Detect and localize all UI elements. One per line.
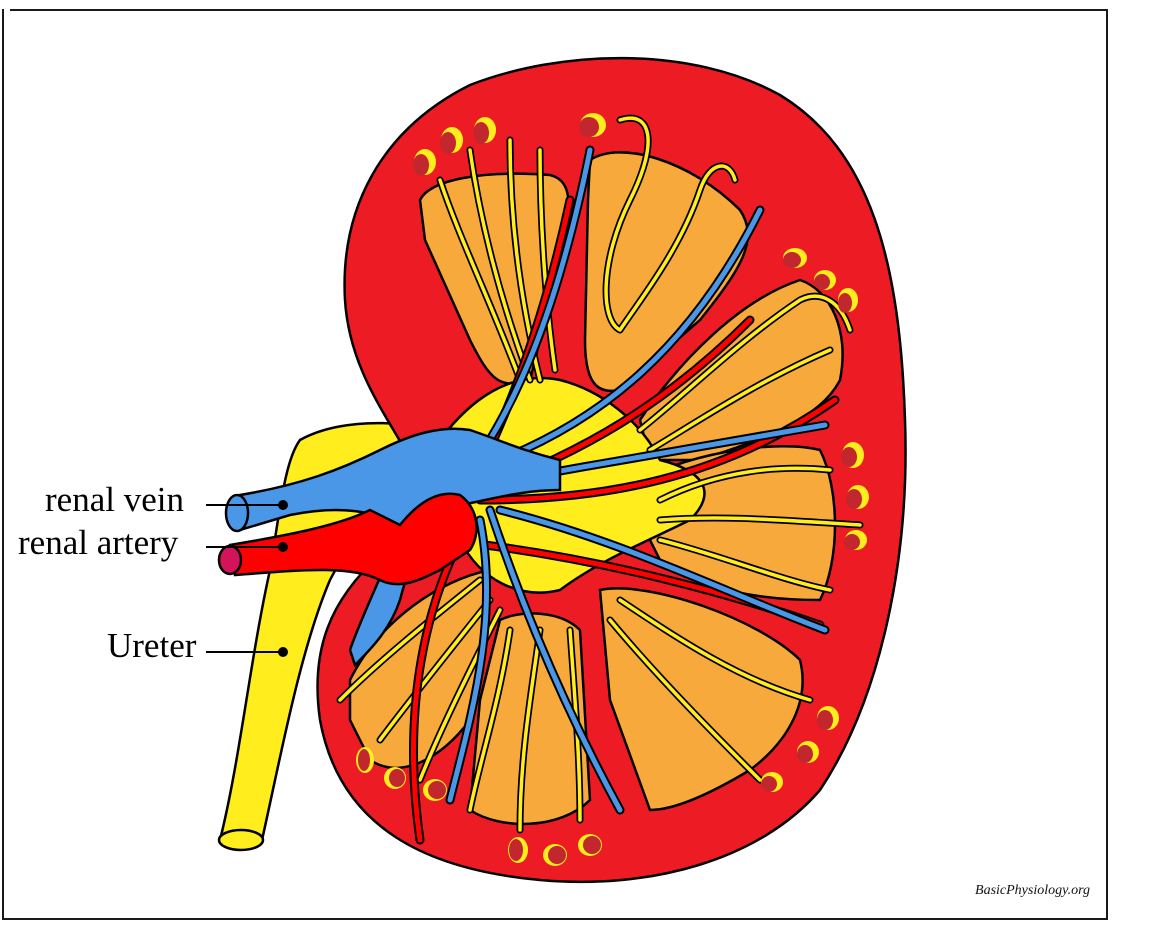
glomerulus bbox=[413, 149, 436, 176]
glomerulus bbox=[838, 288, 858, 313]
credit-text: BasicPhysiology.org bbox=[975, 883, 1090, 898]
renal-artery-pointer-dot bbox=[278, 542, 288, 552]
glomerulus bbox=[761, 772, 783, 792]
renal-vein-opening bbox=[224, 493, 250, 533]
diagram-frame bbox=[2, 9, 1108, 920]
glomerulus bbox=[814, 270, 836, 290]
glomerulus bbox=[440, 127, 463, 154]
glomerulus bbox=[356, 747, 374, 773]
ureter-pointer-dot bbox=[278, 647, 288, 657]
glomerulus bbox=[797, 741, 819, 763]
leader-lines bbox=[206, 504, 283, 653]
glomerulus bbox=[578, 834, 602, 856]
glomerulus bbox=[841, 442, 864, 468]
label-ureter: Ureter bbox=[107, 626, 197, 665]
label-renal-vein: renal vein bbox=[45, 480, 184, 519]
ureter-opening bbox=[217, 828, 265, 852]
renal-artery-opening bbox=[217, 544, 243, 576]
glomeruli bbox=[356, 113, 869, 866]
glomerulus bbox=[543, 844, 567, 866]
glomerulus bbox=[473, 117, 496, 144]
glomerulus bbox=[844, 530, 867, 550]
glomerulus bbox=[817, 706, 839, 730]
renal-vein-pointer-dot bbox=[278, 500, 288, 510]
glomerulus bbox=[423, 779, 447, 801]
label-renal-artery: renal artery bbox=[18, 523, 179, 562]
glomerulus bbox=[508, 837, 528, 863]
frame-gap bbox=[4, 8, 10, 12]
glomerulus bbox=[783, 248, 807, 268]
glomerulus bbox=[384, 767, 406, 789]
glomerulus bbox=[846, 485, 869, 509]
renal-artery-trunk bbox=[228, 492, 478, 586]
glomerulus bbox=[579, 113, 606, 137]
